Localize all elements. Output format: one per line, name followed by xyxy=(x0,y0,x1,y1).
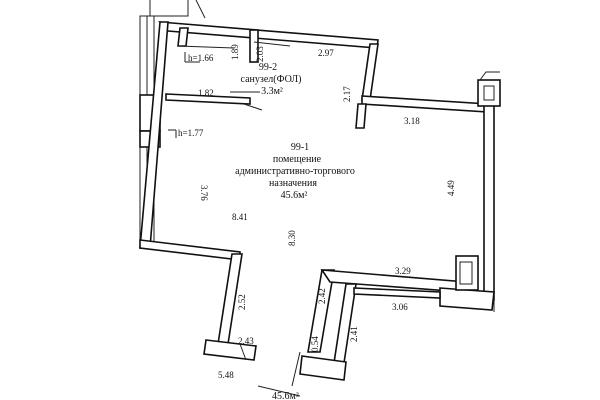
room-99-1-area: 45.6м² xyxy=(281,190,308,201)
dim-2-52: 2.52 xyxy=(237,294,247,310)
room-99-2-id: 99-2 xyxy=(259,62,277,73)
dim-8-30: 8.30 xyxy=(287,230,297,246)
room-99-1-name-line2: административно-торгового xyxy=(235,166,355,177)
dim-2-17: 2.17 xyxy=(342,86,352,102)
bathroom-partitions xyxy=(165,27,367,129)
dim-1-89: 1.89 xyxy=(230,44,240,60)
dim-3-06: 3.06 xyxy=(392,302,408,312)
dim-2-42: 2.42 xyxy=(317,288,327,304)
dim-2-03: 2.03 xyxy=(255,46,265,62)
room-99-1-name-line1: помещение xyxy=(273,154,322,165)
dimension-leaders xyxy=(239,103,301,397)
dim-2-41: 2.41 xyxy=(349,326,359,342)
total-area-label: 45.6м² xyxy=(272,391,299,400)
dim-5-48: 5.48 xyxy=(218,370,234,380)
room-99-1-id: 99-1 xyxy=(291,142,309,153)
dim-3-76: 3.76 xyxy=(199,185,209,201)
dim-2-43: 2.43 xyxy=(238,336,254,346)
dim-3-18: 3.18 xyxy=(404,116,420,126)
room-99-1-name-line3: назначения xyxy=(269,178,317,189)
height-label-2: h=1.77 xyxy=(178,128,204,138)
outer-walls xyxy=(139,21,495,381)
dim-1-82: 1.82 xyxy=(198,88,214,98)
dim-0-54: 0.54 xyxy=(310,336,320,352)
adjacent-structure-top xyxy=(149,0,206,19)
dim-3-29: 3.29 xyxy=(395,266,411,276)
room-99-2-area: 3.3м² xyxy=(261,86,283,97)
dim-4-49: 4.49 xyxy=(446,180,456,196)
dim-8-41: 8.41 xyxy=(232,212,248,222)
room-99-2-name: санузел(ФОЛ) xyxy=(241,74,302,85)
dim-2-97: 2.97 xyxy=(318,48,334,58)
left-niche xyxy=(168,129,177,138)
height-label-1: h=1.66 xyxy=(188,53,214,63)
right-column xyxy=(455,71,501,312)
